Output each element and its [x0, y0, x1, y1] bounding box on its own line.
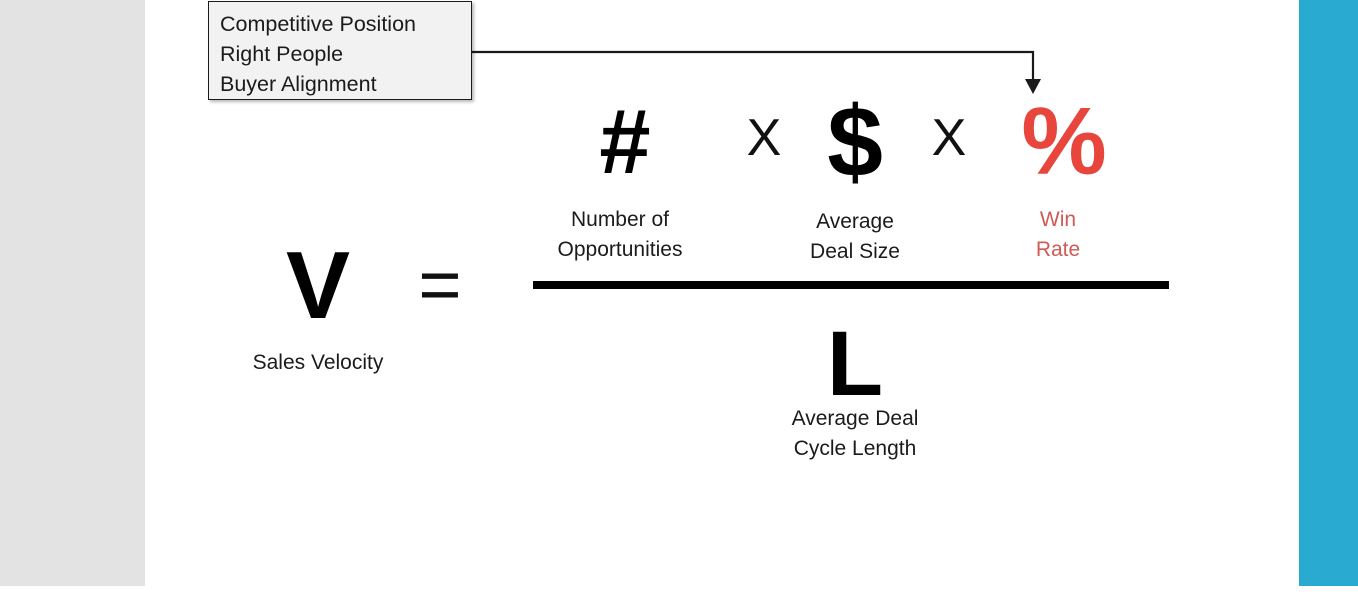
right-decorative-panel: [1299, 0, 1358, 586]
callout-line-2: Right People: [220, 42, 344, 66]
symbol-average-deal-cycle-length: L: [826, 313, 884, 415]
caption-line-2: Opportunities: [557, 238, 683, 261]
caption-line-1: Average: [816, 210, 894, 233]
callout-line-1: Competitive Position: [220, 12, 416, 36]
caption-sales-velocity: Sales Velocity: [252, 351, 384, 374]
caption-line-2: Deal Size: [810, 240, 900, 263]
caption-average-deal-size: Average Deal Size: [765, 207, 945, 267]
caption-average-deal-cycle-length: Average Deal Cycle Length: [740, 404, 970, 464]
fraction-bar: [533, 281, 1169, 289]
caption-line-1: Win: [1039, 208, 1077, 231]
caption-line-1: Average Deal: [791, 407, 919, 430]
symbol-average-deal-size: $: [827, 86, 883, 198]
symbol-number-of-opportunities: #: [599, 91, 651, 193]
callout-connector-arrow: [472, 50, 1041, 94]
symbol-win-rate-percent: %: [1021, 88, 1107, 195]
symbol-sales-velocity: V: [285, 232, 351, 339]
callout-line-3: Buyer Alignment: [220, 72, 377, 96]
caption-line-1: Number of: [570, 208, 670, 231]
symbol-equals: =: [418, 243, 462, 326]
caption-number-of-opportunities: Number of Opportunities: [520, 205, 720, 265]
caption-line-2: Rate: [1035, 238, 1081, 261]
caption-win-rate: Win Rate: [1000, 205, 1116, 265]
caption-line-2: Cycle Length: [793, 437, 917, 460]
callout-note: Competitive Position Right People Buyer …: [208, 1, 472, 100]
left-decorative-panel: [0, 0, 145, 586]
symbol-multiply-2: X: [931, 109, 967, 167]
symbol-multiply-1: X: [746, 109, 782, 167]
